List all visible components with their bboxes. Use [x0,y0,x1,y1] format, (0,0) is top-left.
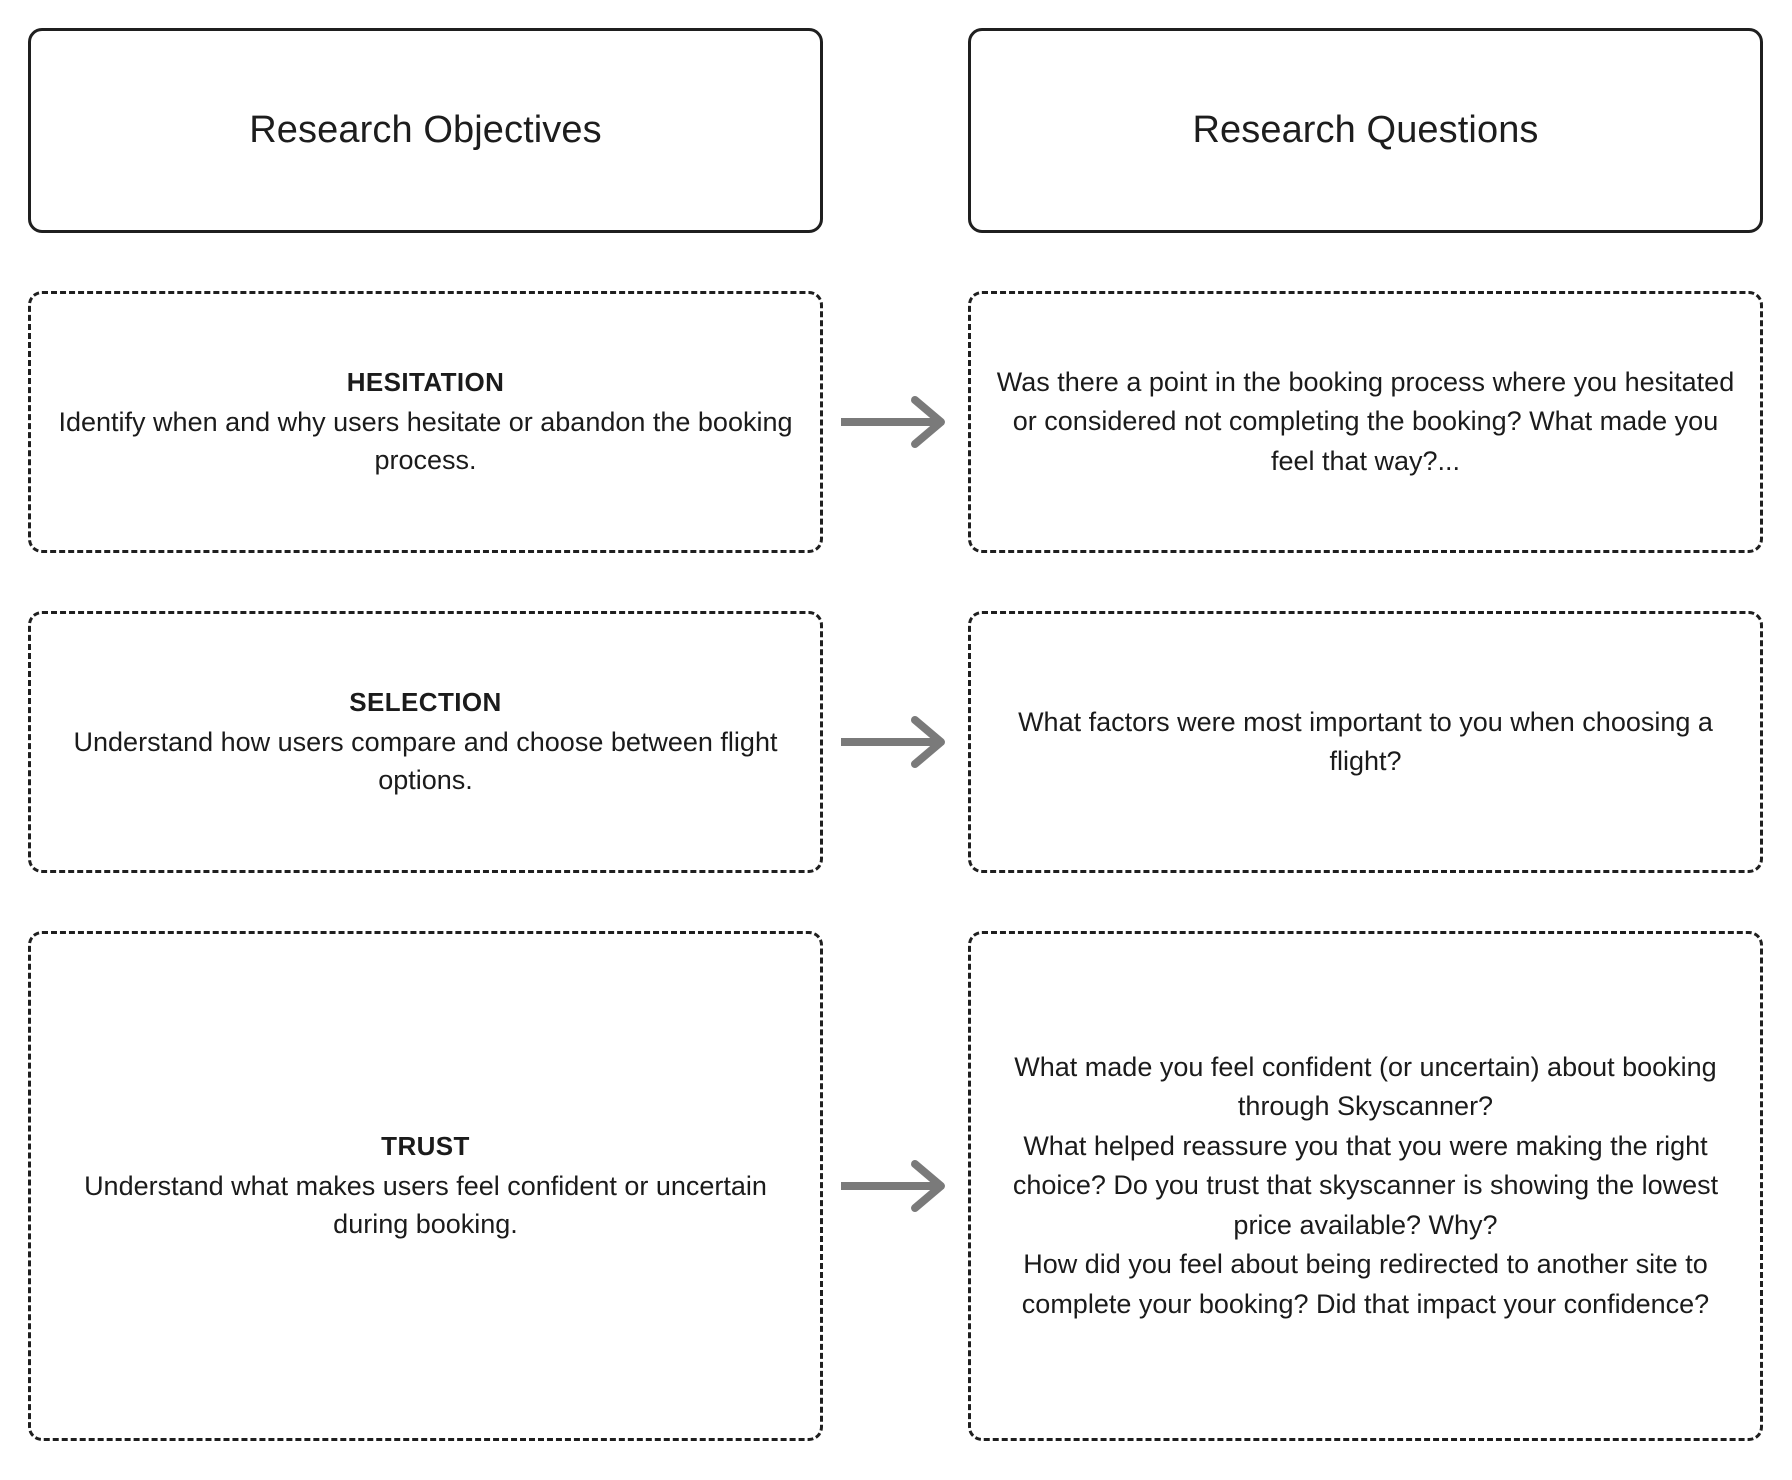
objective-description: Understand what makes users feel confide… [84,1171,767,1240]
objective-box-selection: SELECTION Understand how users compare a… [28,611,823,873]
arrow-right-icon-2 [823,611,968,873]
question-text: What made you feel confident (or uncerta… [1012,1052,1719,1319]
question-text: What factors were most important to you … [1018,706,1713,776]
header-box-objectives: Research Objectives [28,28,823,233]
arrow-right-icon-3 [823,931,968,1441]
header-box-questions: Research Questions [968,28,1763,233]
objective-content: HESITATION Identify when and why users h… [53,364,798,480]
objective-heading: SELECTION [349,687,502,718]
objective-heading: HESITATION [346,367,505,398]
objective-content: SELECTION Understand how users compare a… [53,684,798,800]
objective-box-trust: TRUST Understand what makes users feel c… [28,931,823,1441]
question-box-trust: What made you feel confident (or uncerta… [968,931,1763,1441]
header-title-questions: Research Questions [1192,109,1539,151]
objective-description: Identify when and why users hesitate or … [58,407,793,476]
objective-content: TRUST Understand what makes users feel c… [53,1128,798,1244]
header-title-objectives: Research Objectives [249,109,602,151]
question-text: Was there a point in the booking process… [996,366,1735,476]
arrow-right-icon-1 [823,291,968,553]
objective-description: Understand how users compare and choose … [73,727,778,796]
diagram-grid: Research Objectives Research Questions H… [28,28,1764,1441]
question-box-hesitation: Was there a point in the booking process… [968,291,1763,553]
objective-box-hesitation: HESITATION Identify when and why users h… [28,291,823,553]
question-box-selection: What factors were most important to you … [968,611,1763,873]
objective-heading: TRUST [381,1131,470,1162]
